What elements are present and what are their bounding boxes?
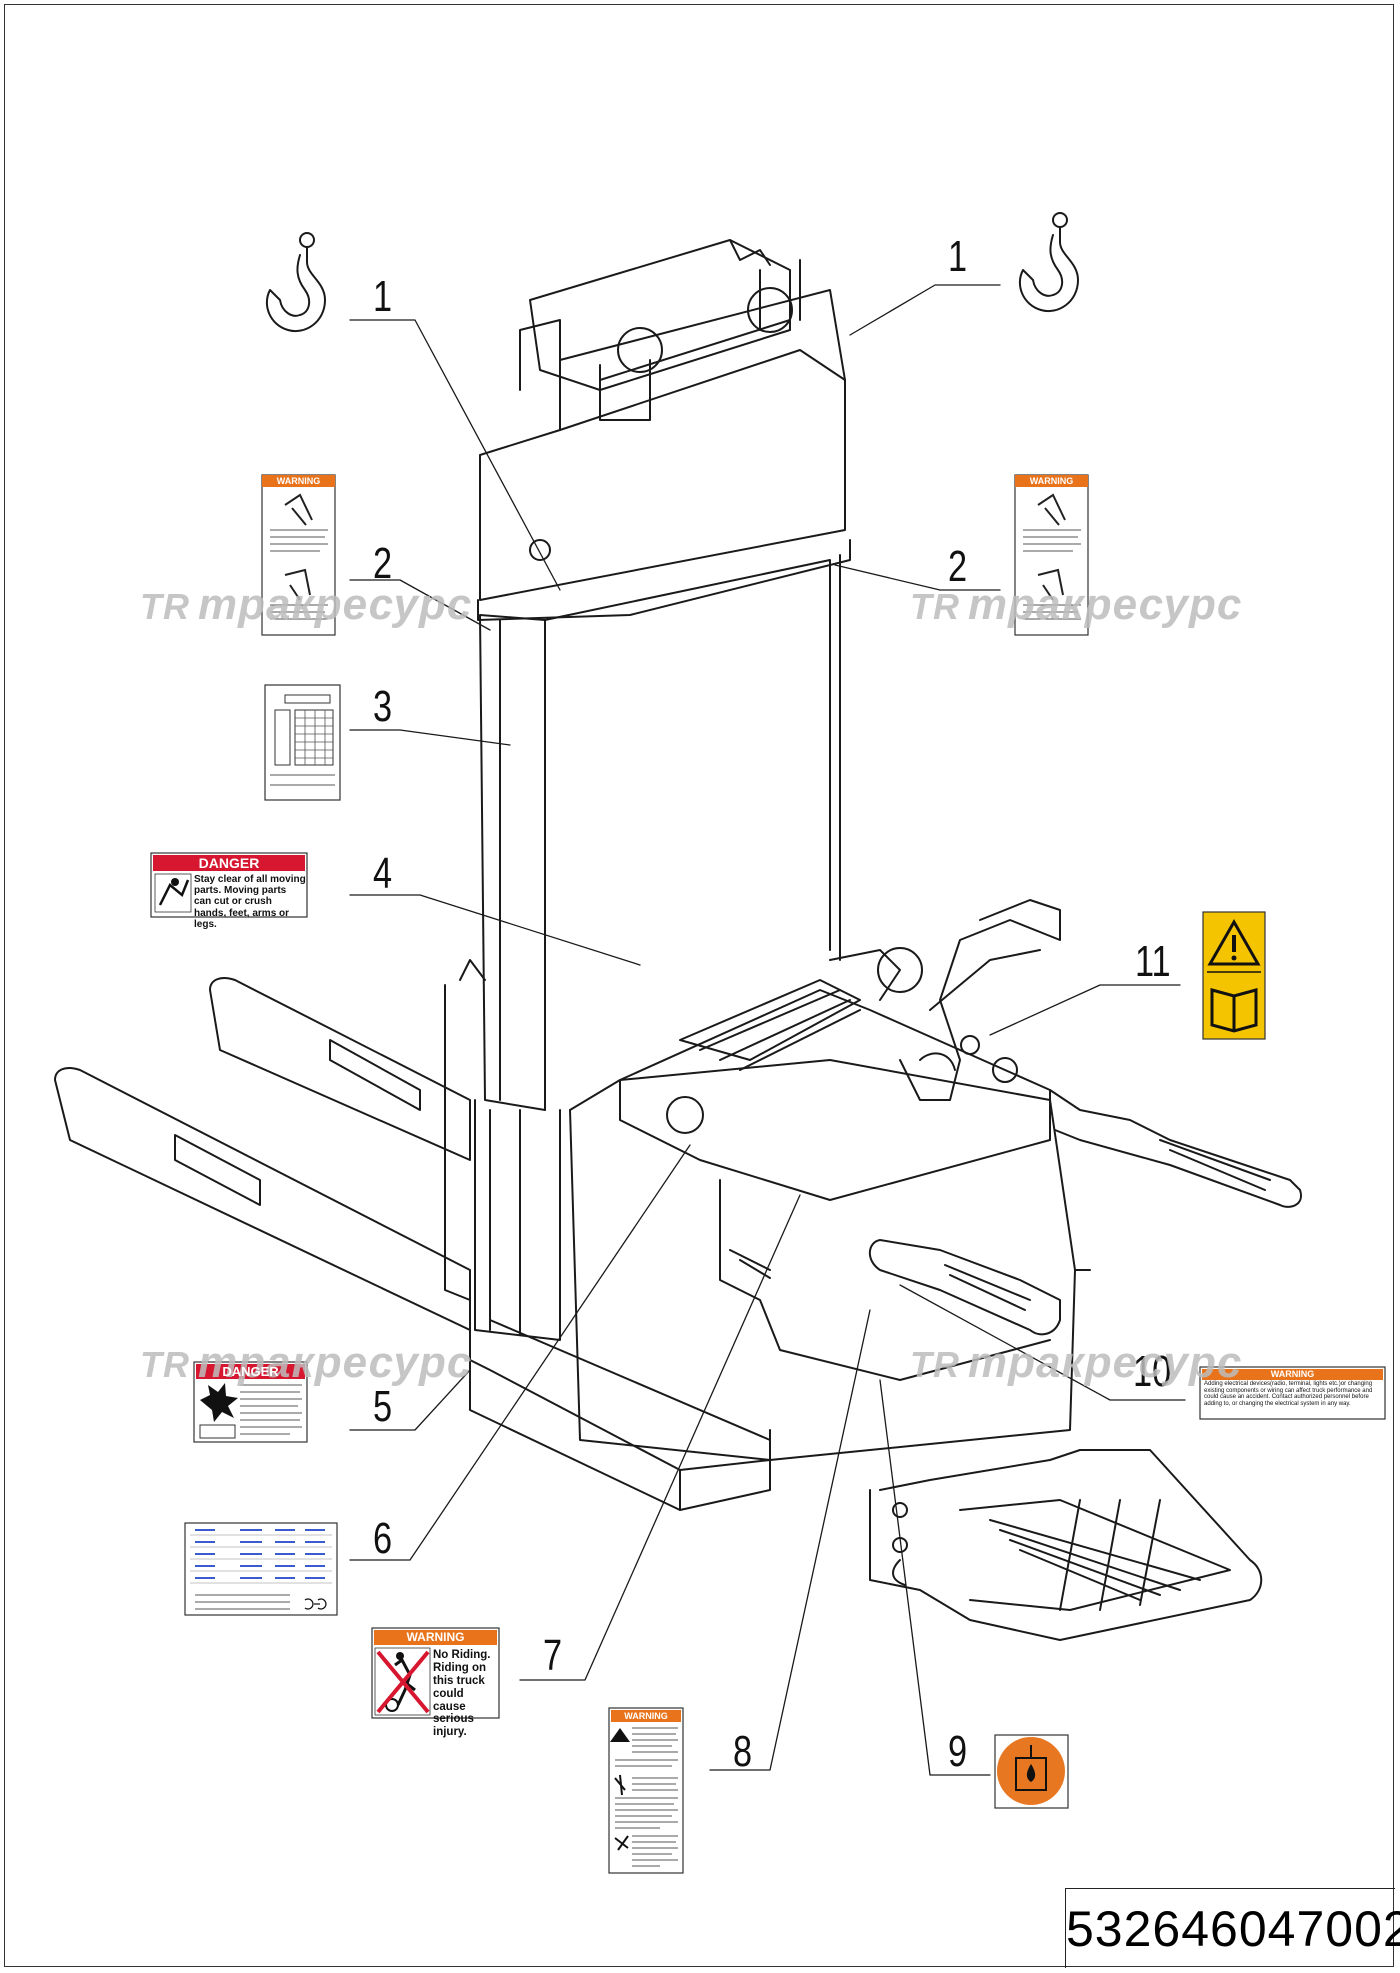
warning-header: WARNING <box>624 1711 668 1721</box>
hook-icon <box>265 232 326 333</box>
callout-11: 11 <box>1135 937 1171 986</box>
warning-electrical-text: Adding electrical devices(radio, termina… <box>1204 1381 1373 1408</box>
callout-3: 3 <box>373 682 393 731</box>
capacity-chart-label <box>264 684 341 801</box>
warning-header: WARNING <box>406 1630 465 1644</box>
callout-6: 6 <box>373 1514 393 1563</box>
hydraulic-oil-label <box>994 1734 1069 1809</box>
callout-10: 10 <box>1133 1347 1172 1396</box>
callout-2-left: 2 <box>373 539 393 588</box>
mast-top <box>477 239 851 621</box>
warning-no-riding-text: No Riding. Riding on this truck could ca… <box>433 1649 491 1739</box>
danger-label-battery <box>193 1361 308 1443</box>
mast <box>474 554 841 1341</box>
operator-platform <box>869 1449 1263 1641</box>
callout-1-right: 1 <box>948 232 968 281</box>
chassis <box>469 1059 1091 1511</box>
callout-7: 7 <box>543 1631 563 1680</box>
hand-crush-icon <box>154 873 192 913</box>
callout-5: 5 <box>373 1382 393 1431</box>
read-manual-label <box>1202 911 1266 1040</box>
warning-header: WARNING <box>1029 476 1074 486</box>
warning-header: WARNING <box>276 476 321 486</box>
danger-header: DANGER <box>222 1364 279 1379</box>
oil-drop-icon <box>1015 1745 1047 1791</box>
warning-header: WARNING <box>1270 1369 1315 1379</box>
no-riding-icon <box>374 1647 431 1716</box>
battery-hood <box>619 947 1051 1381</box>
warning-label-mast-left <box>261 474 336 636</box>
warning-label-no-riding <box>371 1627 500 1719</box>
watermark-logo: TR <box>910 586 960 627</box>
callout-9: 9 <box>948 1727 968 1776</box>
part-number: 532646047002 <box>1065 1888 1400 1968</box>
drawing-frame <box>4 4 1394 1967</box>
hook-icon <box>1018 212 1079 313</box>
callout-2-right: 2 <box>948 542 968 591</box>
warning-triangle-icon <box>1207 918 1261 966</box>
tiller-handle <box>868 899 1302 1336</box>
warning-label-operator <box>608 1707 684 1874</box>
danger-label-moving-parts <box>150 852 308 918</box>
callout-4: 4 <box>373 849 393 898</box>
leader-lines <box>349 284 1186 1776</box>
explosion-icon <box>199 1383 238 1439</box>
manual-book-icon <box>1210 988 1258 1033</box>
callout-8: 8 <box>733 1727 753 1776</box>
danger-header: DANGER <box>198 855 260 871</box>
nameplate-label <box>184 1522 338 1616</box>
callout-1-left: 1 <box>373 272 393 321</box>
warning-label-electrical <box>1199 1366 1386 1420</box>
watermark-logo: TR <box>910 1344 960 1385</box>
danger-moving-parts-text: Stay clear of all moving parts. Moving p… <box>194 874 306 930</box>
watermark-logo: TR <box>140 1344 190 1385</box>
forks <box>54 959 486 1331</box>
watermark-logo: TR <box>140 586 190 627</box>
warning-label-mast-right <box>1014 474 1089 636</box>
